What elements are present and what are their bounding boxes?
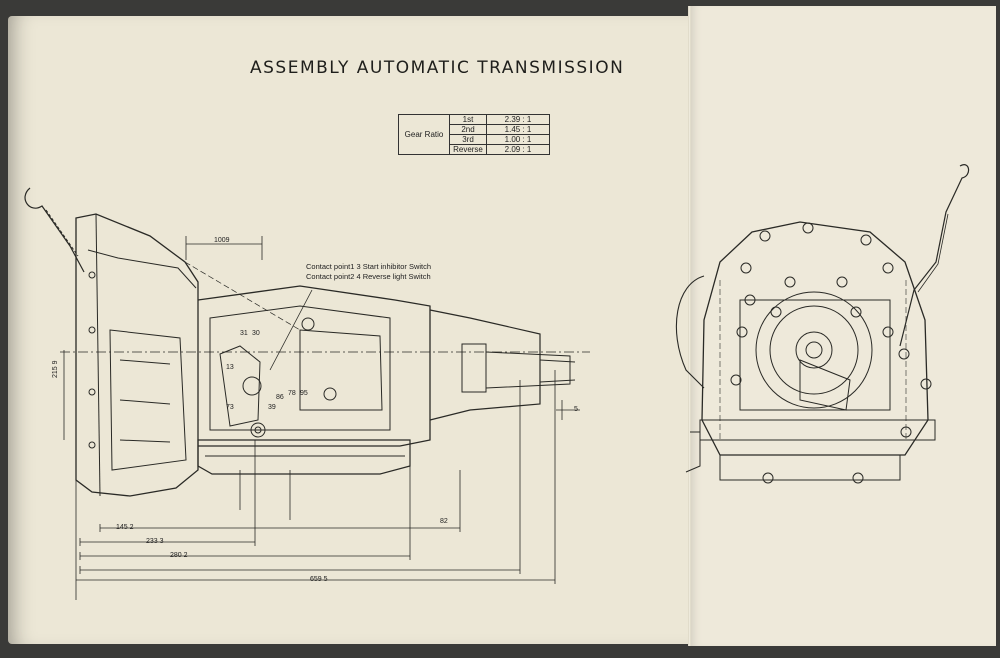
switch-label: 39 [268, 404, 276, 411]
dimension-left-vertical: 215 9 [52, 360, 59, 378]
side-view-transmission [24, 187, 590, 497]
contact-point-note-1: Contact point1 3 Start inhibitor Switch [306, 262, 432, 271]
switch-label: 78 [288, 390, 296, 397]
diagram-title: ASSEMBLY AUTOMATIC TRANSMISSION [250, 58, 625, 78]
dimension-145: 145 2 [116, 524, 134, 531]
dimension-280: 280 2 [170, 552, 188, 559]
dimension-small-right: 5 [574, 406, 578, 413]
switch-label: 13 [226, 364, 234, 371]
gear-ratio-table: Gear Ratio 1st 2.39 : 1 2nd 1.45 : 1 3rd… [398, 114, 550, 155]
switch-label: 31 [240, 330, 248, 337]
switch-label: 86 [276, 394, 284, 401]
dimension-top: 1009 [214, 237, 230, 244]
switch-label: 73 [226, 404, 234, 411]
page-fold [688, 6, 691, 646]
switch-label: 95 [300, 390, 308, 397]
gear-value: 2.09 : 1 [486, 144, 550, 155]
dimension-82: 82 [440, 518, 448, 525]
dimension-233: 233 3 [146, 538, 164, 545]
dimension-659: 659 5 [310, 576, 328, 583]
dimension-lines [63, 218, 580, 600]
front-view-transmission [675, 164, 970, 484]
right-foldout-sheet [690, 6, 996, 646]
gear-ratio-label: Gear Ratio [398, 114, 450, 155]
switch-label: 30 [252, 330, 260, 337]
left-sheet [8, 16, 690, 644]
contact-point-note-2: Contact point2 4 Reverse light Switch [306, 272, 431, 281]
